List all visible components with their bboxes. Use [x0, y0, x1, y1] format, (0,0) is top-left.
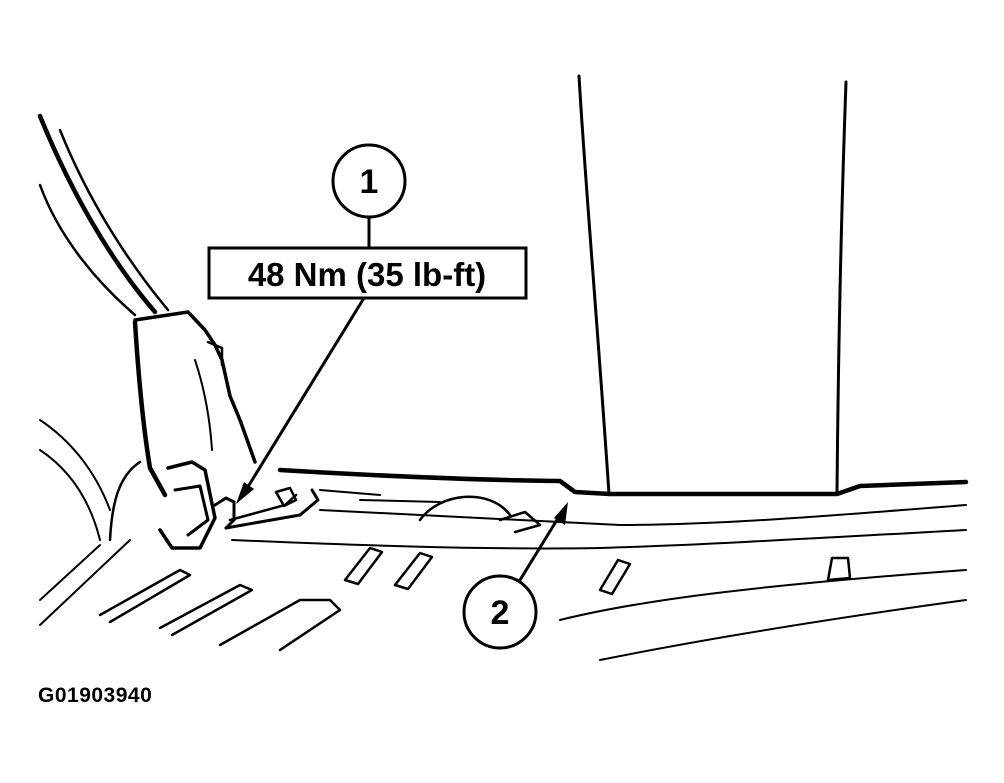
callout-1: 1 [331, 143, 407, 250]
figure-id: G01903940 [38, 684, 153, 707]
vehicle-floor-drawing [37, 74, 969, 661]
callout-1-number: 1 [360, 163, 379, 201]
callout-2: 2 [462, 502, 568, 650]
callout-2-leader [518, 513, 562, 582]
torque-spec-frame [207, 246, 528, 300]
callout-2-number: 2 [491, 594, 510, 632]
callout-2-circle [462, 574, 538, 650]
torque-spec-box: 48 Nm (35 lb-ft) [207, 246, 528, 300]
callout-1-arrow [236, 296, 366, 504]
torque-spec-label: 48 Nm (35 lb-ft) [248, 256, 486, 293]
callout-2-arrowhead [554, 502, 568, 525]
